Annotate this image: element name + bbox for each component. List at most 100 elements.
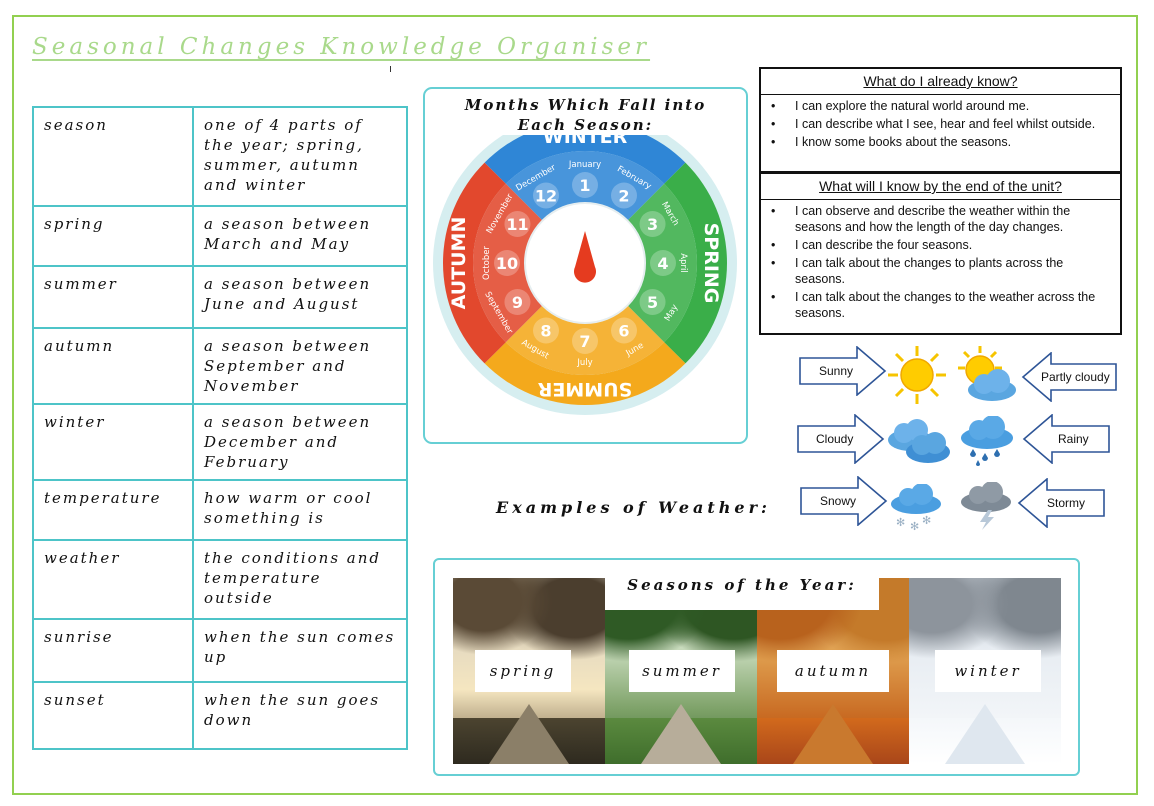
spring-label: SPRING xyxy=(700,223,722,304)
winter-outer-band xyxy=(484,135,686,184)
will-know-heading: What will I know by the end of the unit? xyxy=(761,174,1120,200)
list-item: I know some books about the seasons. xyxy=(767,134,1114,150)
wheel-title-line-2: Each Season: xyxy=(517,116,654,134)
rainy-label: Rainy xyxy=(1058,432,1089,446)
summer-label: summer xyxy=(629,650,735,692)
wheel-pointer xyxy=(574,231,596,283)
page-title: Seasonal Changes Knowledge Organiser xyxy=(32,34,651,60)
vocab-definition: a season between March and May xyxy=(192,205,408,267)
page-frame xyxy=(12,15,1138,795)
month-name: April xyxy=(678,253,688,272)
svg-text:✻: ✻ xyxy=(910,520,919,532)
vocab-definition: how warm or cool something is xyxy=(192,479,408,541)
vocab-term: season xyxy=(32,106,194,207)
month-badge xyxy=(611,317,637,344)
svg-text:✻: ✻ xyxy=(896,516,905,529)
wheel-title: Months Which Fall into Each Season: xyxy=(425,95,746,135)
wheel-title-line-1: Months Which Fall into xyxy=(464,96,707,114)
summer-outer-band xyxy=(484,342,686,405)
month-number: 7 xyxy=(579,332,590,351)
list-item: I can talk about the changes to plants a… xyxy=(767,255,1114,287)
winter-inner-band xyxy=(505,151,665,221)
vocab-definition: a season between June and August xyxy=(192,265,408,329)
vocab-term: temperature xyxy=(32,479,194,541)
partly-cloudy-arrow: Partly cloudy xyxy=(1021,352,1117,402)
list-item: I can explore the natural world around m… xyxy=(767,98,1114,114)
already-know-box: What do I already know? I can explore th… xyxy=(759,67,1122,173)
winter-label: winter xyxy=(935,650,1041,692)
weather-title: Examples of Weather: xyxy=(496,498,771,517)
seasons-of-year-panel: spring summer autumn winter Seasons of t… xyxy=(433,558,1080,776)
month-badge xyxy=(611,182,637,209)
month-badge xyxy=(504,289,531,315)
season-photos: spring summer autumn winter xyxy=(453,578,1061,764)
vocab-term: sunrise xyxy=(32,618,194,683)
vocab-term: sunset xyxy=(32,681,194,750)
partly-cloudy-label: Partly cloudy xyxy=(1041,370,1110,384)
month-number: 12 xyxy=(535,186,557,205)
month-number: 11 xyxy=(506,215,528,234)
autumn-label: AUTUMN xyxy=(448,217,470,310)
month-badge xyxy=(639,211,666,237)
stormy-label: Stormy xyxy=(1047,496,1086,510)
month-name: January xyxy=(568,160,601,170)
month-badge xyxy=(572,328,598,354)
list-item: I can talk about the changes to the weat… xyxy=(767,289,1114,321)
month-name: July xyxy=(576,358,592,368)
month-badge xyxy=(494,250,520,276)
vocab-definition: a season between December and February xyxy=(192,403,408,481)
winter-photo xyxy=(909,578,1061,764)
cloud-icon xyxy=(888,419,950,463)
vocab-definition: when the sun goes down xyxy=(192,681,408,750)
month-number: 2 xyxy=(618,186,629,205)
list-item: I can describe what I see, hear and feel… xyxy=(767,116,1114,132)
vocab-term: autumn xyxy=(32,327,194,405)
sun-icon xyxy=(888,346,946,404)
spring-inner-band xyxy=(627,183,697,343)
list-item: I can describe the four seasons. xyxy=(767,237,1114,253)
seasons-of-year-title: Seasons of the Year: xyxy=(605,570,879,610)
already-know-list: I can explore the natural world around m… xyxy=(761,95,1120,155)
month-badge xyxy=(572,172,598,198)
spring-outer-band xyxy=(664,162,727,364)
vocab-definition: when the sun comes up xyxy=(192,618,408,683)
summer-inner-band xyxy=(505,305,665,375)
month-number: 10 xyxy=(496,254,518,273)
vocab-term: weather xyxy=(32,539,194,620)
vocab-term: spring xyxy=(32,205,194,267)
winter-label: WINTER xyxy=(543,135,628,148)
month-badge xyxy=(533,317,559,344)
storm-cloud-icon xyxy=(961,482,1011,530)
vocab-definition: the conditions and temperature outside xyxy=(192,539,408,620)
snowy-arrow: Snowy xyxy=(800,476,888,526)
cloudy-arrow: Cloudy xyxy=(797,414,885,464)
month-badge xyxy=(533,182,559,209)
month-badge xyxy=(639,289,666,315)
month-number: 5 xyxy=(647,293,658,312)
autumn-label: autumn xyxy=(777,650,889,692)
vocab-term: summer xyxy=(32,265,194,329)
month-number: 4 xyxy=(657,254,668,273)
snowy-label: Snowy xyxy=(820,494,857,508)
svg-text:✻: ✻ xyxy=(922,514,931,527)
month-number: 3 xyxy=(647,215,658,234)
rainy-arrow: Rainy xyxy=(1022,414,1110,464)
month-number: 6 xyxy=(618,322,629,341)
autumn-outer-band xyxy=(443,162,506,364)
summer-label: SUMMER xyxy=(537,378,632,400)
stray-mark xyxy=(390,66,391,72)
sunny-arrow: Sunny xyxy=(799,346,887,396)
month-number: 9 xyxy=(512,293,523,312)
snow-cloud-icon: ✻✻✻ xyxy=(891,484,941,532)
